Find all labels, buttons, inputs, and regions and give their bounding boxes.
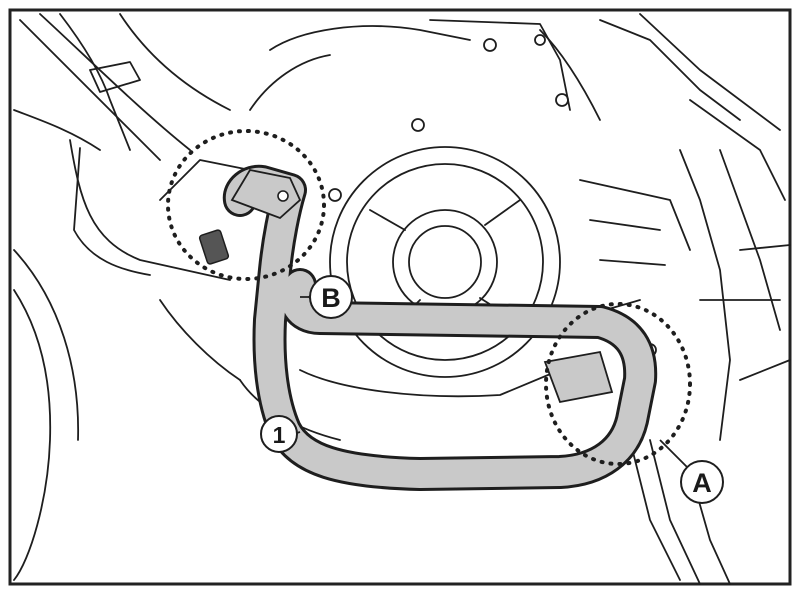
- motorcycle-engine-linework: [13, 13, 791, 585]
- callout-A-label: A: [692, 468, 712, 498]
- callout-1-label: 1: [273, 422, 286, 448]
- callout-1: 1: [260, 415, 301, 453]
- callout-A: A: [659, 439, 724, 504]
- detail-circle-left: [166, 129, 326, 281]
- mount-bolt: [198, 229, 230, 265]
- callout-B: B: [300, 275, 353, 319]
- detail-circle-right: [544, 302, 692, 466]
- callout-B-label: B: [321, 283, 341, 313]
- upper-bracket: [230, 168, 302, 220]
- crash-bar: [198, 164, 658, 491]
- lower-bracket: [543, 350, 614, 404]
- detail-circles: [166, 129, 692, 466]
